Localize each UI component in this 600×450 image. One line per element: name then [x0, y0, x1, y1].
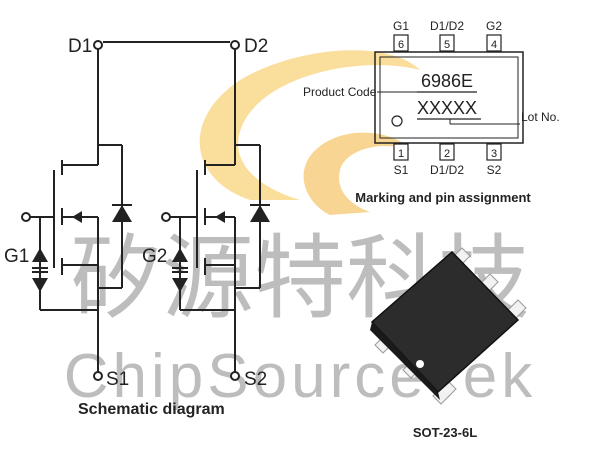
pin-g2-terminal — [161, 212, 171, 222]
pin-label-d1: D1 — [68, 36, 92, 57]
pin-label-s1: S1 — [106, 369, 129, 390]
bottom-pin-name-2: D1/D2 — [430, 163, 464, 177]
bottom-pin-number-1: 1 — [398, 148, 404, 160]
pin-box-5 — [439, 34, 455, 52]
package-photo — [370, 247, 527, 405]
pin1-dot — [416, 360, 424, 368]
pin-label-d2: D2 — [244, 36, 268, 57]
package-body — [370, 250, 520, 394]
lot-code-text: XXXXX — [417, 98, 477, 118]
pin1-marker-dot — [391, 115, 403, 127]
top-pin-number-6: 6 — [398, 39, 404, 51]
schematic-caption: Schematic diagram — [78, 401, 225, 418]
marking-caption: Marking and pin assignment — [355, 190, 531, 205]
package-body-outline — [374, 51, 524, 144]
bottom-pin-name-1: S1 — [394, 163, 409, 177]
top-pin-name-5: D1/D2 — [430, 19, 464, 33]
product-code-label: Product Code — [303, 85, 377, 99]
bottom-pin-name-3: S2 — [487, 163, 502, 177]
pin-box-2 — [439, 143, 455, 161]
pin-box-4 — [486, 34, 502, 52]
pin-d1-terminal — [93, 40, 103, 50]
company-logo-swoosh — [199, 50, 420, 215]
bottom-pin-number-3: 3 — [491, 148, 497, 160]
package-caption: SOT-23-6L — [413, 425, 477, 440]
pin-s1-terminal — [93, 371, 103, 381]
top-pin-number-4: 4 — [491, 39, 497, 51]
top-pin-name-6: G1 — [393, 19, 409, 33]
pin-g1-terminal — [21, 212, 31, 222]
pin-label-s2: S2 — [244, 369, 267, 390]
bottom-pin-number-2: 2 — [444, 148, 450, 160]
pin-box-1 — [393, 143, 409, 161]
top-pin-number-5: 5 — [444, 39, 450, 51]
pin-s2-terminal — [230, 371, 240, 381]
schematic-diagram — [21, 40, 270, 381]
pin-box-3 — [486, 143, 502, 161]
product-code-text: 6986E — [421, 71, 473, 91]
pin-label-g2: G2 — [142, 246, 167, 267]
pin-d2-terminal — [230, 40, 240, 50]
marking-diagram: G1 D1/D2 G2 6 5 4 6986E XXXXX Product Co… — [303, 19, 560, 205]
pin-label-g1: G1 — [4, 246, 29, 267]
lot-no-label: Lot No. — [521, 110, 560, 124]
top-pin-name-4: G2 — [486, 19, 502, 33]
pin-box-6 — [393, 34, 409, 52]
